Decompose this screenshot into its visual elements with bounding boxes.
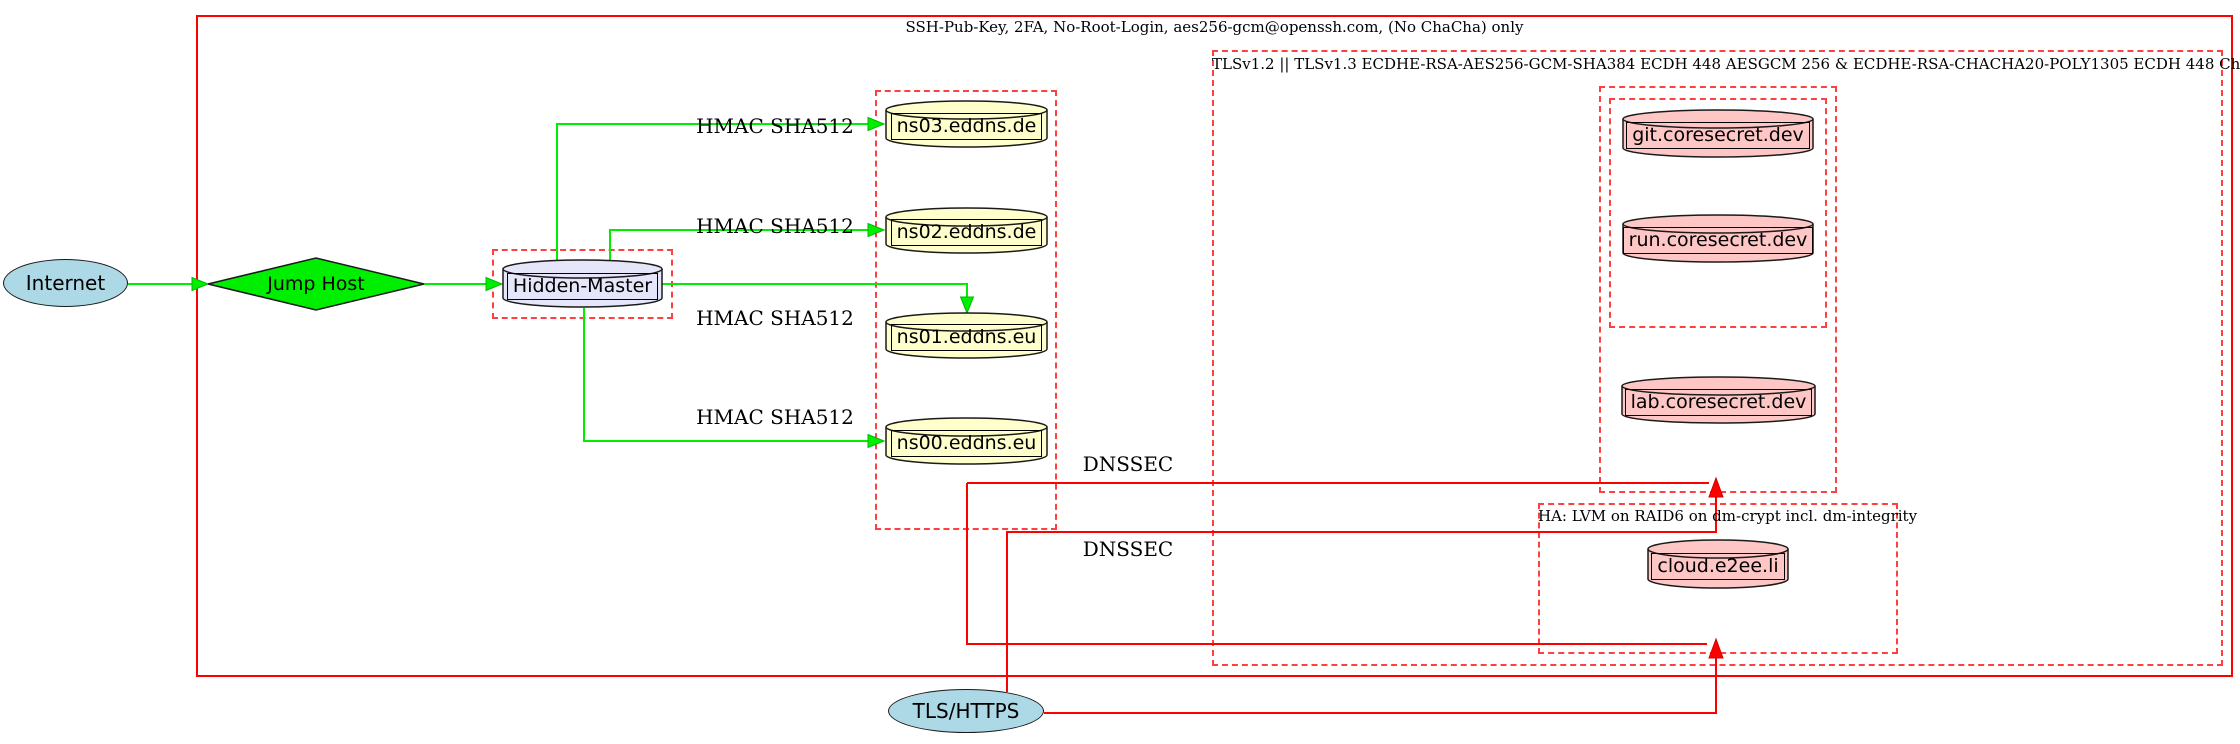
arrowhead-ns02 [867, 222, 886, 238]
git-cylinder [1622, 109, 1814, 158]
ns01-cylinder [885, 312, 1048, 359]
arrowhead-jumphost [191, 276, 210, 292]
hmac-label-ns03: HMAC SHA512 [696, 114, 854, 138]
jump-host-label: Jump Host [267, 273, 365, 295]
ns03-cylinder [885, 100, 1048, 148]
tls-cluster-box [1212, 50, 2223, 666]
cloud-cylinder [1647, 539, 1789, 589]
ns00-cylinder [885, 417, 1048, 465]
ns00-label: ns00.eddns.eu [886, 424, 1047, 462]
edge-tlshttps-ha [1044, 658, 1717, 714]
ns01-label: ns01.eddns.eu [886, 319, 1047, 356]
lab-label: lab.coresecret.dev [1622, 383, 1815, 421]
ns02-cylinder [885, 207, 1048, 254]
internet-label: Internet [25, 271, 106, 295]
edge-eddns-ha-dnssec [966, 483, 1707, 645]
internet-node: Internet [3, 259, 128, 307]
edge-tlshttps-coresecret [1006, 497, 1717, 692]
arrowhead-ns01 [959, 296, 975, 315]
gitrun-cluster-box [1609, 98, 1827, 328]
arrowhead-coresecret [1708, 476, 1724, 498]
tls-https-node: TLS/HTTPS [888, 689, 1044, 733]
edge-hiddenmaster-ns02 [609, 229, 868, 263]
run-cylinder [1622, 214, 1814, 263]
tls-cluster-label: TLSv1.2 || TLSv1.3 ECDHE-RSA-AES256-GCM-… [1212, 55, 2240, 73]
dnssec-label-1: DNSSEC [1082, 452, 1174, 476]
git-label: git.coresecret.dev [1623, 116, 1813, 155]
hmac-label-ns00: HMAC SHA512 [696, 405, 854, 429]
ha-cluster-label: HA: LVM on RAID6 on dm-crypt incl. dm-in… [1538, 507, 1918, 525]
edge-hiddenmaster-ns03 [556, 123, 868, 263]
ssh-cluster-label: SSH-Pub-Key, 2FA, No-Root-Login, aes256-… [905, 18, 1524, 36]
ssh-perimeter-box [196, 15, 2233, 677]
arrowhead-hiddenmaster [485, 276, 504, 292]
dnssec-label-2: DNSSEC [1082, 537, 1174, 561]
hmac-label-ns02: HMAC SHA512 [696, 214, 854, 238]
hmac-label-ns01: HMAC SHA512 [696, 306, 854, 330]
hidden-master-label: Hidden-Master [503, 266, 662, 306]
hidden-master-cylinder [502, 259, 663, 308]
tls-https-label: TLS/HTTPS [912, 699, 1020, 723]
edge-hiddenmaster-ns00 [583, 308, 868, 442]
arrowhead-ha [1708, 637, 1724, 659]
arrowhead-ns03 [867, 116, 886, 132]
run-label: run.coresecret.dev [1622, 221, 1814, 260]
lab-cylinder [1621, 376, 1816, 424]
ns02-label: ns02.eddns.de [886, 214, 1047, 251]
arrowhead-ns00 [867, 433, 886, 449]
ns03-label: ns03.eddns.de [886, 107, 1047, 145]
jump-host-diamond [207, 257, 425, 311]
cloud-label: cloud.e2ee.li [1648, 546, 1788, 586]
edge-hiddenmaster-ns01 [662, 283, 968, 297]
